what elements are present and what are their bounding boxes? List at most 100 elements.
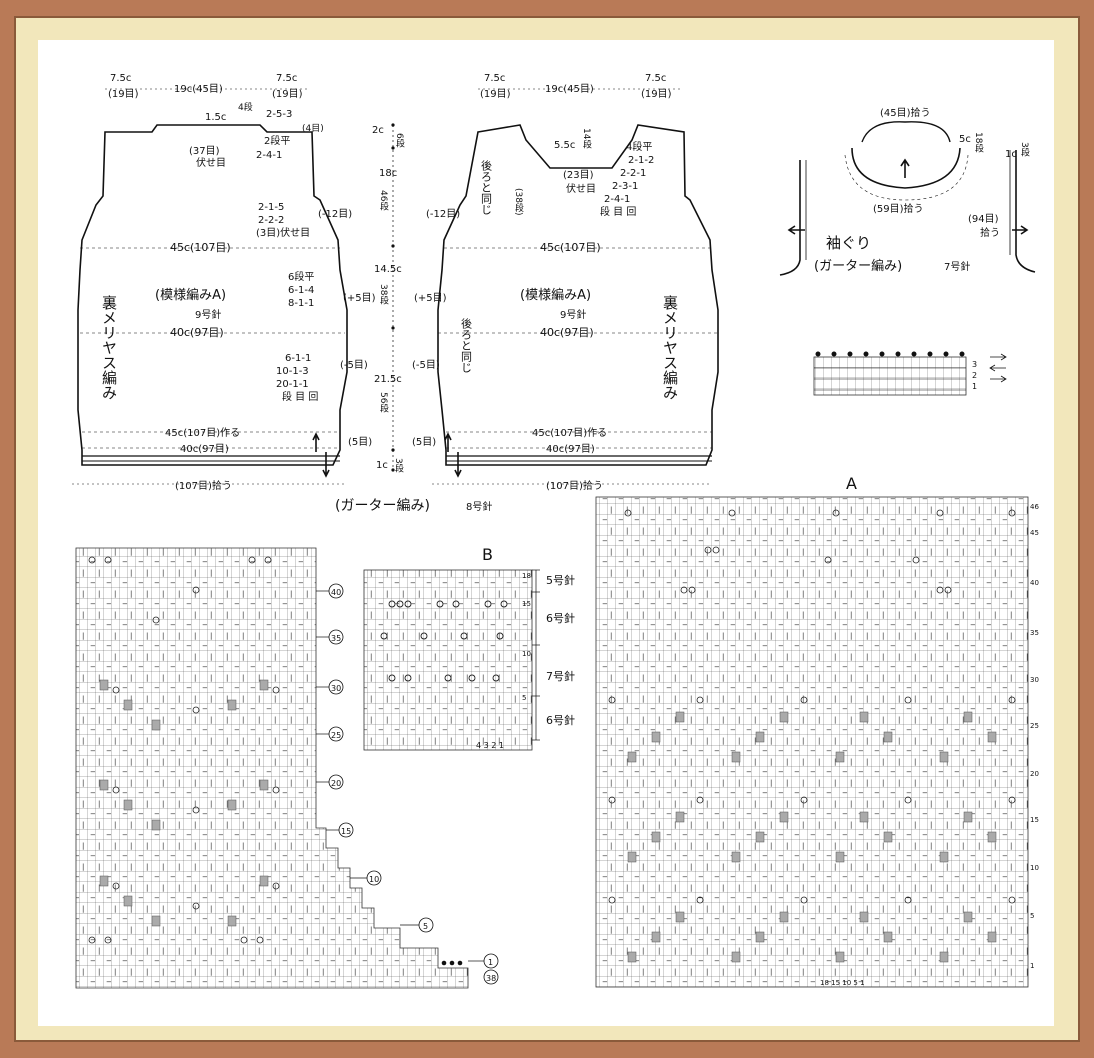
front-cast-on: 45c(107目)作る bbox=[165, 427, 240, 439]
back-neck-dec-0: 4段平 bbox=[626, 140, 652, 153]
collar-arm-pickup: (94目) bbox=[968, 214, 999, 225]
chart-a-row: 25 bbox=[1030, 722, 1039, 730]
back-schematic: 7.5c (19目) 19c(45目) 7.5c (19目) 5.5c 14段 … bbox=[412, 73, 719, 492]
chart-b: B 18 15 10 5 4 3 2 1 5号針 6号針 7号針 6号針 bbox=[363, 545, 575, 751]
collar-arm-height: 1c bbox=[1005, 149, 1017, 160]
back-top-center: 19c(45目) bbox=[545, 84, 594, 95]
back-top-right-width: 7.5c bbox=[645, 73, 666, 84]
back-top-left-sts: (19目) bbox=[480, 89, 511, 100]
cm-m3-rows: 38段 bbox=[378, 284, 389, 305]
back-side-label: 裏メリヤス編み bbox=[661, 294, 679, 400]
chart-left-marker: 38 bbox=[486, 974, 496, 983]
cm-m3: 14.5c bbox=[374, 264, 402, 275]
chart-b-row-10: 10 bbox=[522, 650, 531, 658]
front-top-left-width: 7.5c bbox=[110, 73, 131, 84]
collar-armhole-diagram: (45目)拾う 5c 18段 (59目)拾う 1c 3段 (94目) 拾う 袖ぐ… bbox=[779, 106, 1036, 276]
back-bust: 45c(107目) bbox=[540, 241, 601, 254]
chart-a: A bbox=[595, 474, 1039, 988]
collar-pickup-bottom: (59目)拾う bbox=[873, 202, 924, 215]
back-top-right-sts: (19目) bbox=[641, 89, 672, 100]
back-neck-bindoff: (23目) bbox=[563, 170, 594, 181]
chart-left-marker: 15 bbox=[341, 827, 351, 836]
front-side-plus: (+5目) bbox=[343, 293, 376, 304]
collar-arm-needle: 7号針 bbox=[944, 260, 970, 273]
front-arm-dec-2: 2-2-2 bbox=[258, 215, 284, 226]
back-neck-dec-3: 2-3-1 bbox=[612, 181, 638, 192]
front-side-dec-1: 6-1-1 bbox=[285, 353, 311, 364]
back-cast-on: 45c(107目)作る bbox=[532, 427, 607, 439]
collar-arm-pickup-label: 拾う bbox=[980, 226, 1000, 239]
chart-left: 40 35 30 25 20 15 10 5 1 38 bbox=[75, 547, 499, 989]
back-neck-dec-2: 2-2-1 bbox=[620, 168, 646, 179]
collar-height-rows: 18段 bbox=[973, 132, 984, 153]
small-chart-row-3: 3 bbox=[972, 360, 977, 369]
small-chart-row-2: 2 bbox=[972, 371, 977, 380]
chart-left-marker: 10 bbox=[369, 875, 379, 884]
cm-m5: 1c bbox=[376, 460, 388, 471]
front-side-label: 裏メリヤス編み bbox=[100, 294, 118, 400]
chart-a-row: 1 bbox=[1030, 962, 1034, 970]
armhole-left-arrow-icon bbox=[787, 225, 805, 235]
chart-a-row: 30 bbox=[1030, 676, 1039, 684]
front-top-right-sts: (19目) bbox=[272, 89, 303, 100]
back-neck-dec-4: 2-4-1 bbox=[604, 194, 630, 205]
back-side-plus: (+5目) bbox=[414, 293, 447, 304]
chart-b-cols: 4 3 2 1 bbox=[476, 741, 504, 750]
chart-a-title: A bbox=[846, 474, 857, 493]
front-side-dec-3: 20-1-1 bbox=[276, 379, 309, 390]
chart-a-row: 5 bbox=[1030, 912, 1034, 920]
chart-b-title: B bbox=[482, 545, 493, 564]
chart-left-marker: 1 bbox=[488, 958, 493, 967]
small-chart-arrow-icon bbox=[990, 353, 1007, 361]
front-side-inc-3: 8-1-1 bbox=[288, 298, 314, 309]
back-neck-rows: 14段 bbox=[581, 128, 592, 149]
back-same-as-front: 後ろと同じ bbox=[480, 159, 493, 215]
front-hem-sts: (5目) bbox=[348, 437, 372, 448]
back-top-left-width: 7.5c bbox=[484, 73, 505, 84]
small-chart-row-1: 1 bbox=[972, 382, 977, 391]
small-chart-arrow-icon bbox=[989, 364, 1006, 372]
front-neck-bindoff: (37目) bbox=[189, 146, 220, 157]
front-top-center: 19c(45目) bbox=[174, 84, 223, 95]
front-neck-dec-1b: (4目) bbox=[302, 123, 324, 134]
back-needle: 9号針 bbox=[560, 308, 586, 321]
chart-a-row: 45 bbox=[1030, 529, 1039, 537]
chart-b-row-18: 18 bbox=[522, 572, 531, 580]
front-neck-bindoff-label: 伏せ目 bbox=[196, 156, 226, 169]
front-neck-depth: 1.5c bbox=[205, 112, 226, 123]
back-side-minus: (-5目) bbox=[412, 360, 440, 371]
front-top-left-sts: (19目) bbox=[108, 89, 139, 100]
front-neck-rows: 4段 bbox=[238, 101, 253, 113]
front-arrow-down-icon bbox=[322, 452, 330, 478]
cm-m4-rows: 56段 bbox=[378, 392, 389, 413]
front-neck-dec-1: 2-5-3 bbox=[266, 109, 292, 120]
front-waist: 40c(97目) bbox=[170, 326, 224, 339]
front-bust: 45c(107目) bbox=[170, 241, 231, 254]
front-side-dec-hdr: 段 目 回 bbox=[282, 390, 318, 403]
front-arm-minus: (-12目) bbox=[318, 209, 352, 220]
chart-b-row-15: 15 bbox=[522, 600, 531, 608]
front-hem-width: 40c(97目) bbox=[180, 444, 229, 455]
cm-m4: 21.5c bbox=[374, 374, 402, 385]
front-neck-dec-2: 2段平 bbox=[264, 134, 290, 147]
chart-left-marker: 5 bbox=[423, 922, 428, 931]
small-chart-arrow-icon bbox=[990, 375, 1007, 383]
front-pickup: (107目)拾う bbox=[175, 479, 232, 492]
back-pickup: (107目)拾う bbox=[546, 479, 603, 492]
chart-a-row: 40 bbox=[1030, 579, 1039, 587]
chart-a-col-labels: 18 15 10 5 1 bbox=[820, 979, 865, 987]
back-waist: 40c(97目) bbox=[540, 326, 594, 339]
collar-arm-rows: 3段 bbox=[1019, 142, 1030, 158]
collar-arm-stitch: (ガーター編み) bbox=[814, 258, 902, 274]
front-arm-dec-3: (3目)伏せ目 bbox=[256, 226, 310, 239]
front-side-inc-1: 6段平 bbox=[288, 270, 314, 283]
chart-a-row: 46 bbox=[1030, 503, 1039, 511]
front-schematic: 7.5c (19目) 19c(45目) 7.5c (19目) 1.5c 4段 2… bbox=[72, 73, 376, 492]
back-arrow-up-icon bbox=[444, 432, 452, 452]
front-needle: 9号針 bbox=[195, 308, 221, 321]
cm-garter: (ガーター編み) bbox=[335, 498, 430, 514]
chart-left-marker: 20 bbox=[331, 779, 341, 788]
cm-m2: 18c bbox=[379, 168, 397, 179]
collar-height: 5c bbox=[959, 134, 971, 145]
